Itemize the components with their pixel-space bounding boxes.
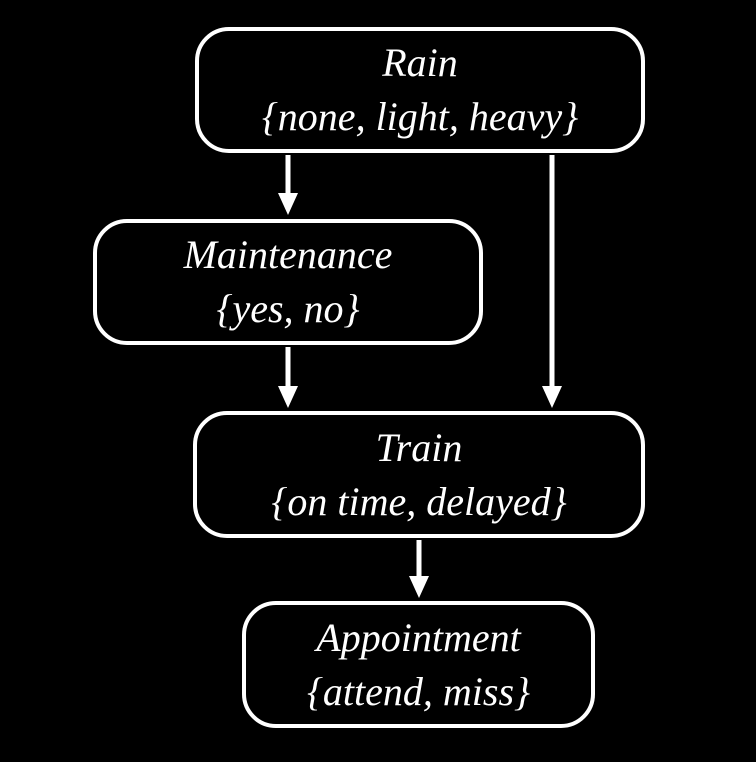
node-train-values: {on time, delayed} xyxy=(271,478,567,524)
node-train-label: Train xyxy=(375,424,463,470)
node-maintenance-label: Maintenance xyxy=(183,232,393,277)
node-appointment: Appointment {attend, miss} xyxy=(242,601,595,728)
node-appointment-values: {attend, miss} xyxy=(306,668,531,714)
node-maintenance: Maintenance {yes, no} xyxy=(93,219,483,345)
edge-arrow-train-to-appointment xyxy=(409,540,429,598)
edge-arrow-rain-to-maintenance xyxy=(278,155,298,215)
node-train: Train {on time, delayed} xyxy=(193,411,645,538)
node-rain-values: {none, light, heavy} xyxy=(261,94,579,139)
node-maintenance-values: {yes, no} xyxy=(216,286,360,331)
edge-arrow-maintenance-to-train xyxy=(278,347,298,408)
edge-arrow-rain-to-train xyxy=(542,155,562,408)
node-appointment-label: Appointment xyxy=(316,614,521,660)
node-rain-label: Rain xyxy=(382,40,458,85)
node-rain: Rain {none, light, heavy} xyxy=(195,27,645,153)
